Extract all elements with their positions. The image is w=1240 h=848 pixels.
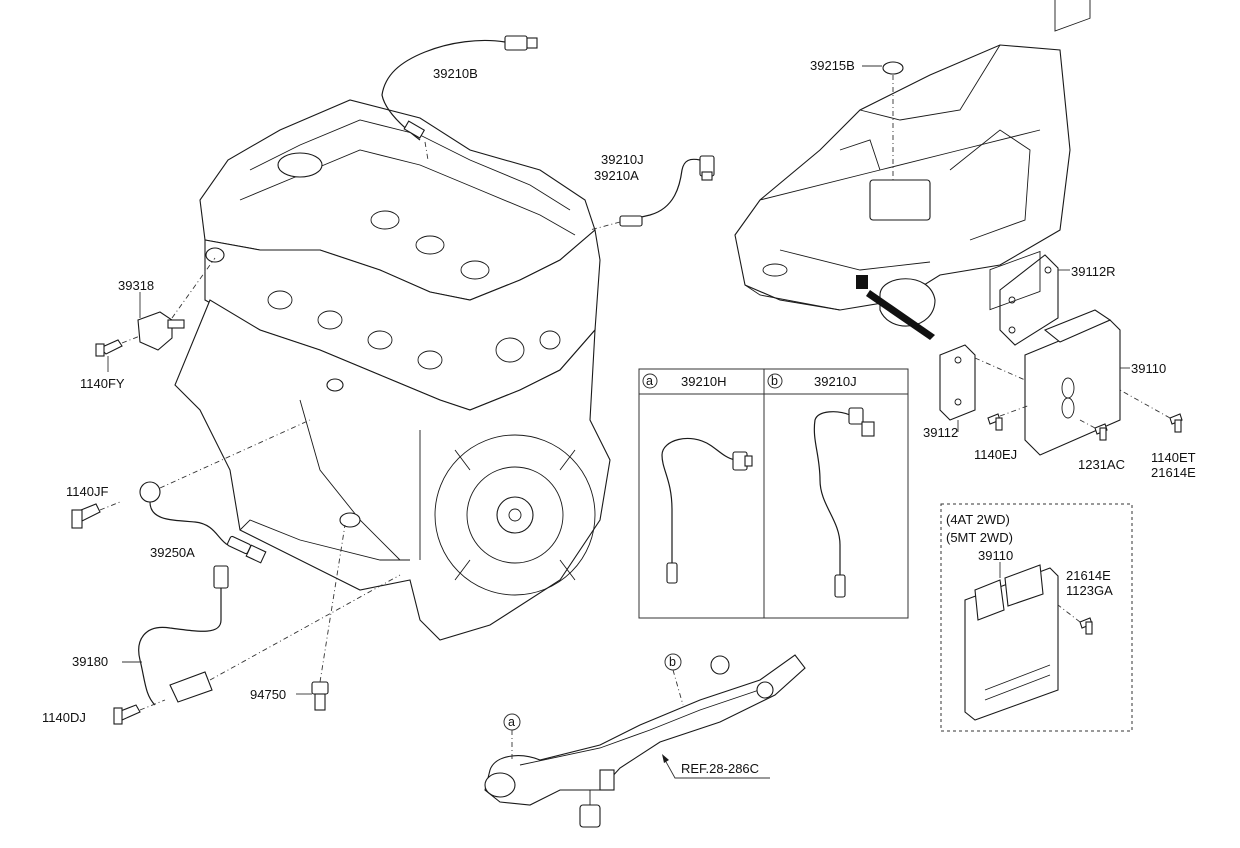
marker-b-table: b: [771, 374, 778, 388]
label-39110: 39110: [1131, 361, 1166, 376]
label-39210b: 39210B: [433, 66, 478, 81]
variant-box: [940, 250, 1133, 732]
o2-sensor-39210j: [589, 155, 715, 231]
table-part-39210j: 39210J: [814, 374, 857, 389]
variant-5mt-2wd: (5MT 2WD): [946, 530, 1013, 545]
crank-sensor-harness: [113, 565, 401, 725]
vehicle-outline: [734, 44, 1071, 340]
marker-a: a: [508, 715, 515, 729]
table-part-39210h: 39210H: [681, 374, 727, 389]
reference-label: REF.28-286C: [681, 761, 759, 776]
label-39112: 39112: [923, 425, 958, 440]
label-1140dj: 1140DJ: [42, 710, 86, 725]
exhaust-harness: [484, 653, 806, 828]
o2-sensor-39210b: [381, 35, 538, 161]
label-39210a: 39210A: [594, 168, 639, 183]
label-1140fy: 1140FY: [80, 376, 125, 391]
label-94750: 94750: [250, 687, 286, 702]
knock-sensor: [71, 419, 311, 564]
oil-pressure-switch: [296, 524, 346, 711]
label-21614e-top: 21614E: [1151, 465, 1196, 480]
label-1231ac: 1231AC: [1078, 457, 1125, 472]
cam-sensor-39318: [95, 257, 216, 372]
grommet-39215b: [862, 61, 904, 180]
variant-part-21614e: 21614E: [1066, 568, 1111, 583]
label-39180: 39180: [72, 654, 108, 669]
detail-table: [638, 368, 909, 619]
label-39250a: 39250A: [150, 545, 195, 560]
marker-a-table: a: [646, 374, 653, 388]
label-39215b: 39215B: [810, 58, 855, 73]
variant-4at-2wd: (4AT 2WD): [946, 512, 1010, 527]
label-1140et: 1140ET: [1151, 450, 1196, 465]
engine-block: [174, 99, 611, 641]
label-1140jf: 1140JF: [66, 484, 108, 499]
ecu-assembly: [939, 0, 1183, 456]
label-39112r: 39112R: [1071, 264, 1116, 279]
label-39318: 39318: [118, 278, 154, 293]
label-1140ej: 1140EJ: [974, 447, 1017, 462]
variant-part-39110: 39110: [978, 548, 1013, 563]
marker-b: b: [669, 655, 676, 669]
variant-part-1123ga: 1123GA: [1066, 583, 1113, 598]
label-39210j-top: 39210J: [601, 152, 644, 167]
